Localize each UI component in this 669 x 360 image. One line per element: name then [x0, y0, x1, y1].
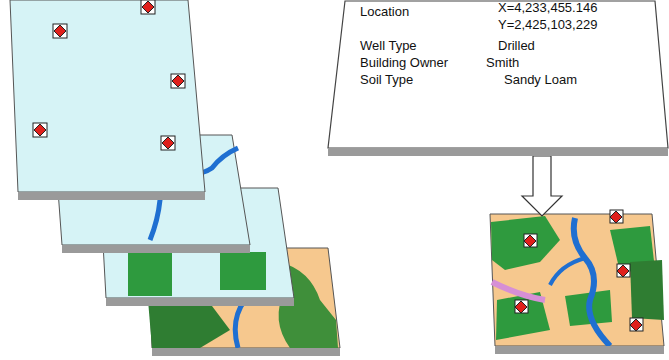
attribute-text: Building Owner: [360, 55, 448, 70]
attribute-text: Location: [360, 4, 409, 19]
attribute-text: Smith: [486, 55, 519, 70]
attribute-text: Y=2,425,103,229: [498, 17, 597, 32]
combined-map: [490, 214, 664, 354]
callout-edge: [328, 148, 668, 156]
well-layer: [10, 0, 205, 200]
attribute-text: X=4,233,455.146: [498, 0, 597, 15]
attribute-text: Sandy Loam: [504, 72, 577, 87]
attribute-text: Soil Type: [360, 72, 413, 87]
map-well-symbols: [515, 210, 643, 331]
callout-box: Location X=4,233,455.146Y=2,425,103,229We…: [326, 0, 669, 158]
well-symbols: [33, 0, 185, 150]
attribute-text: Well Type: [360, 38, 417, 53]
callout-face: [328, 1, 668, 148]
callout-arrow: [522, 156, 562, 216]
attribute-text: Drilled: [498, 38, 535, 53]
